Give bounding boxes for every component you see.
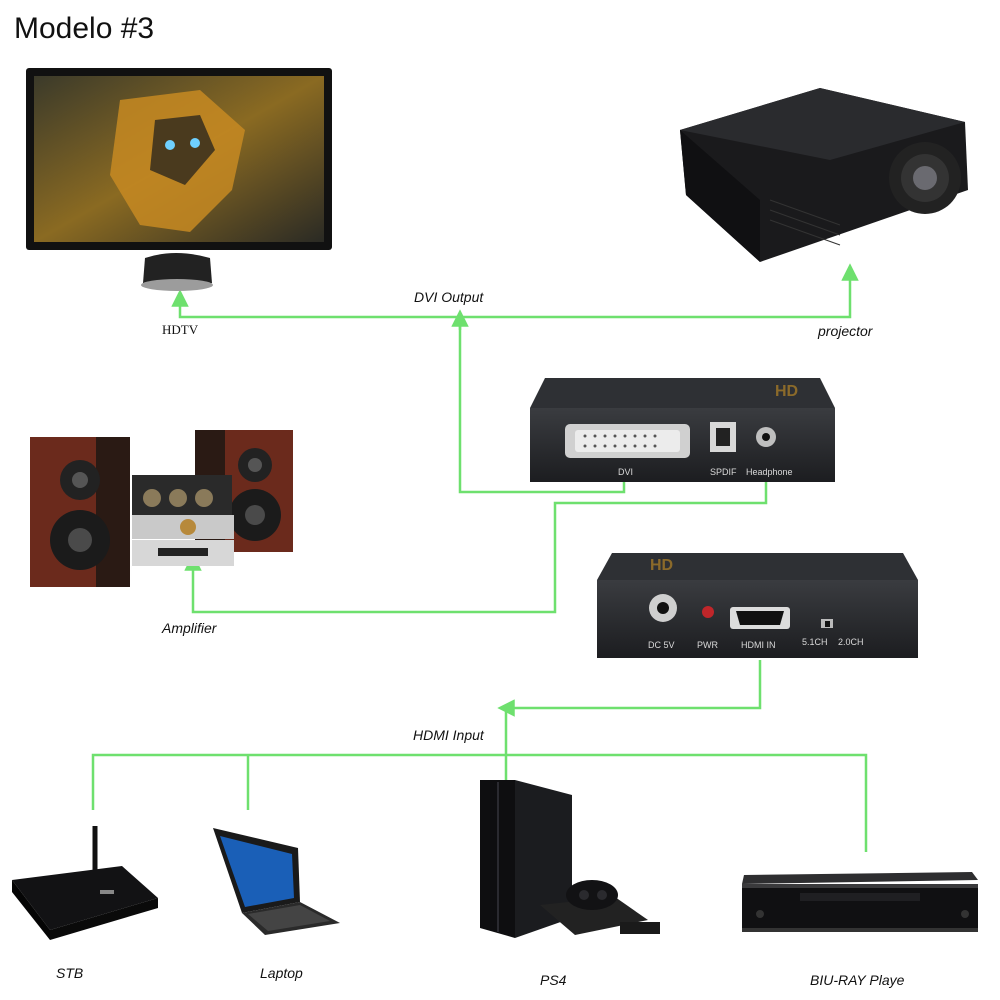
label-amplifier: Amplifier [162,620,217,636]
diagram-title: Modelo #3 [14,12,155,45]
wires [91,263,868,852]
amplifier-device [30,430,293,587]
port-label-dc: DC 5V [648,640,675,650]
bluray-device [742,872,978,932]
output-converter-box: HD DVI SPDIF Headphone [530,378,835,482]
label-stb: STB [56,965,84,981]
port-label-51ch: 5.1CH [802,637,828,647]
port-label-spdif: SPDIF [710,467,737,477]
pwr-led [702,606,714,618]
label-ps4: PS4 [540,972,567,988]
input-converter-box: HD DC 5V PWR HDMI IN 5.1CH 2.0CH [597,553,918,658]
port-label-headphone: Headphone [746,467,793,477]
stb-device [12,826,158,940]
label-dvi-output: DVI Output [414,289,484,305]
port-label-dvi: DVI [618,467,633,477]
hdtv-device [26,68,332,291]
port-label-20ch: 2.0CH [838,637,864,647]
ps4-device [480,780,660,938]
port-label-pwr: PWR [697,640,718,650]
label-projector: projector [818,323,873,339]
port-label-hdmi-in: HDMI IN [741,640,776,650]
wire-hdmi-in [497,660,762,717]
laptop-device [213,828,340,935]
output-box-logo: HD [775,383,798,400]
input-box-logo: HD [650,557,673,574]
wire-dvi-to-projector [460,263,859,319]
label-bluray: BIU-RAY Playe [810,972,905,988]
label-hdmi-input: HDMI Input [413,727,484,743]
wire-dvi-to-hdtv [171,289,626,494]
projector-device [680,88,968,262]
label-laptop: Laptop [260,965,303,981]
wire-hdmi-bus [91,753,868,852]
label-hdtv: HDTV [162,322,199,337]
wire-headphone-to-amplifier [184,480,768,614]
